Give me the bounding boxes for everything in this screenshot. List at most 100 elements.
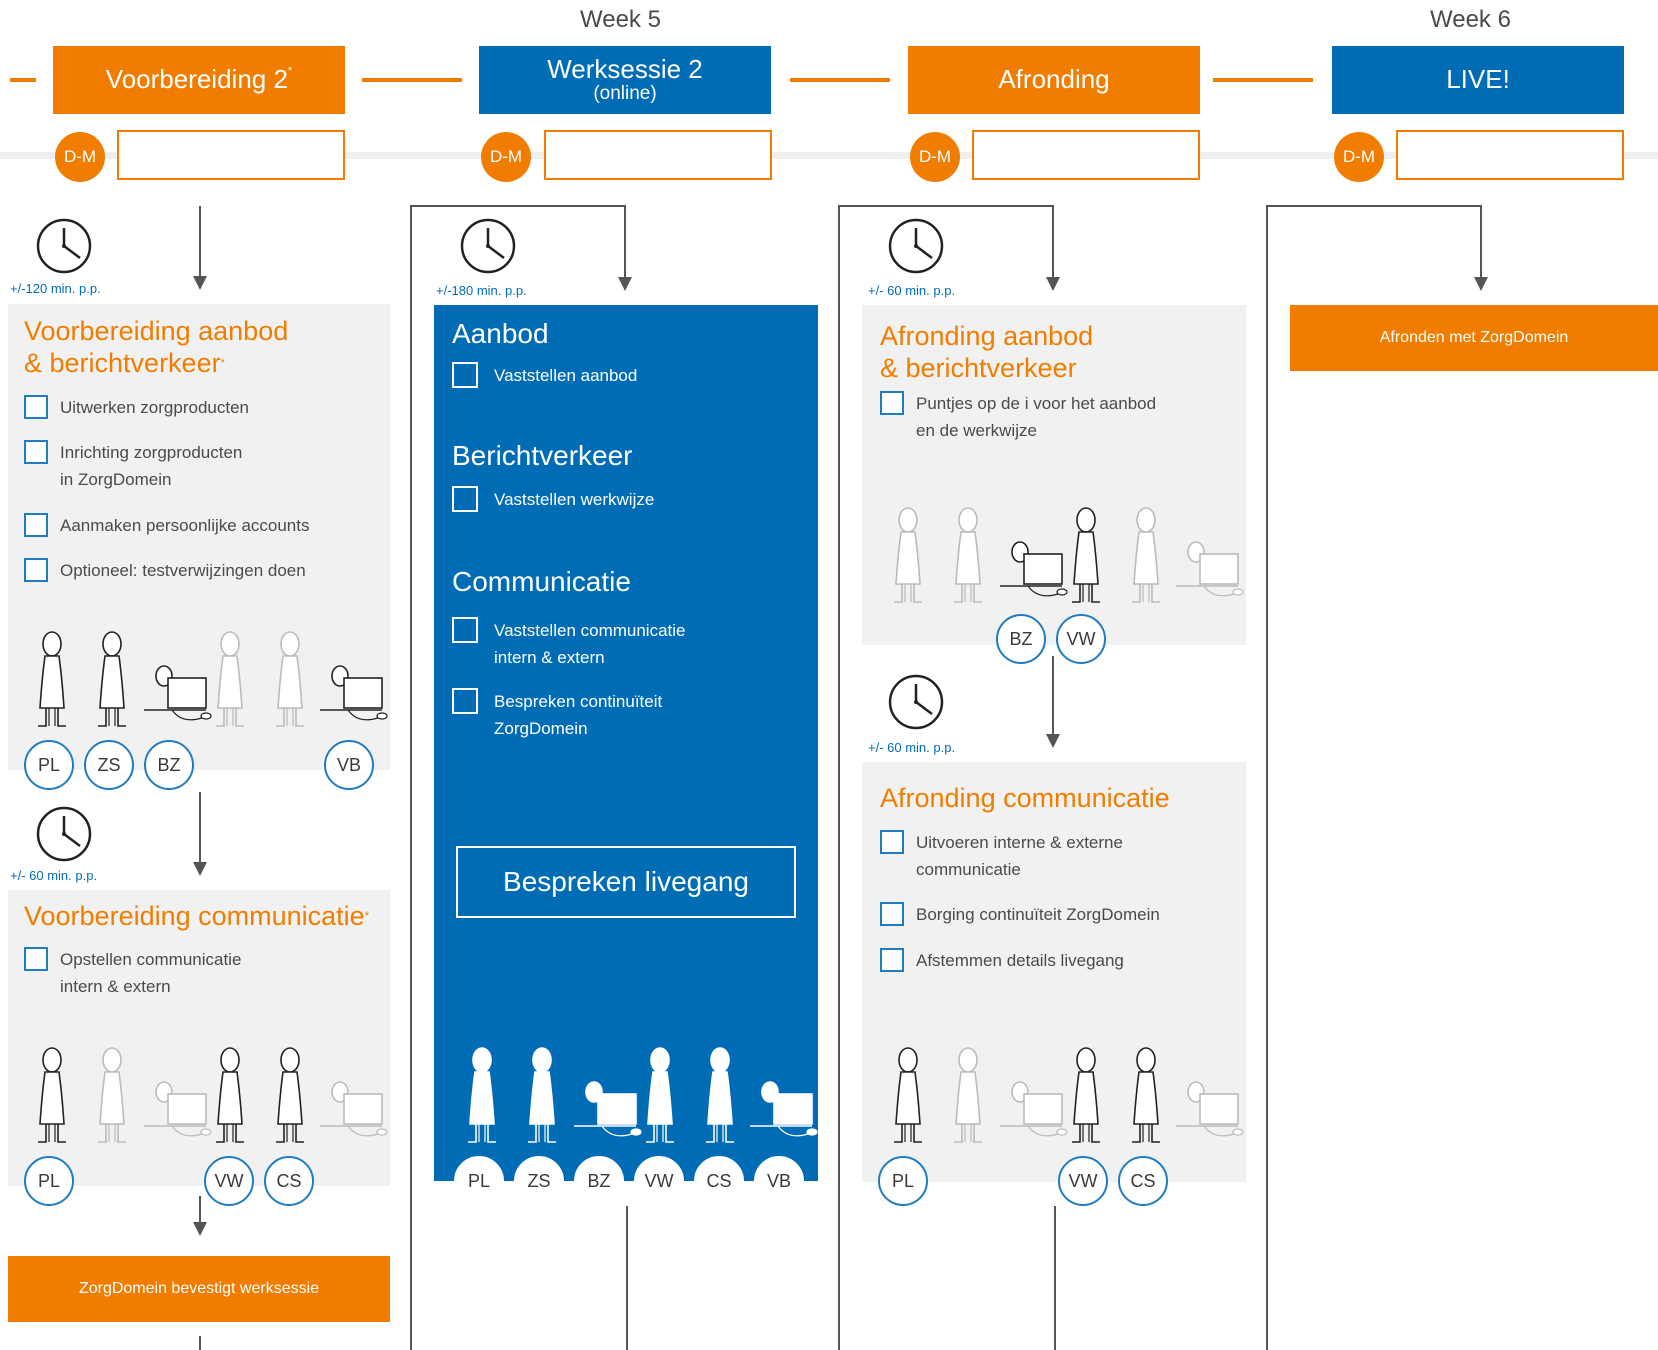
task-label: Uitwerken zorgproducten <box>60 398 249 417</box>
stage-afronding: Afronding <box>908 46 1200 114</box>
dm-badge: D-M <box>1334 132 1384 182</box>
flow-line <box>1052 656 1054 734</box>
timeline-track <box>0 152 1658 159</box>
card-werksessie <box>434 305 818 1181</box>
checkbox[interactable] <box>452 617 478 643</box>
people-illustration <box>37 631 388 727</box>
stage-label: Afronding <box>998 64 1110 95</box>
date-input[interactable] <box>544 130 772 180</box>
task-item[interactable]: Borging continuïteit ZorgDomein <box>880 901 1160 928</box>
footnote-marker: * <box>220 357 225 369</box>
date-input[interactable] <box>117 130 345 180</box>
flow-line <box>1054 1206 1056 1350</box>
duration-label: +/- 60 min. p.p. <box>868 283 956 298</box>
task-item[interactable]: Inrichting zorgproducten in ZorgDomein <box>24 439 242 493</box>
role-badge: PL <box>878 1156 928 1206</box>
role-badge: CS <box>694 1156 744 1206</box>
task-item[interactable]: Optioneel: testverwijzingen doen <box>24 557 306 584</box>
checkbox[interactable] <box>880 391 904 415</box>
stage-voorbereiding-2: Voorbereiding 2* <box>53 46 345 114</box>
checkbox[interactable] <box>880 902 904 926</box>
bespreken-livegang-button[interactable]: Bespreken livegang <box>456 846 796 918</box>
card-title: Voorbereiding aanbod & berichtverkeer* <box>24 315 288 379</box>
checkbox[interactable] <box>24 513 48 537</box>
people-illustration <box>893 1047 1244 1143</box>
role-badge: VB <box>754 1156 804 1206</box>
connector <box>10 78 36 82</box>
role-badge: VW <box>204 1156 254 1206</box>
role-badge: ZS <box>84 740 134 790</box>
task-label: Inrichting zorgproducten <box>60 443 243 462</box>
flow-line <box>199 1196 201 1222</box>
dm-badge: D-M <box>910 132 960 182</box>
task-label: Bespreken continuïteit <box>494 692 663 711</box>
card-afronding-aanbod <box>862 305 1246 645</box>
flow-line <box>838 205 1054 207</box>
role-badge: CS <box>264 1156 314 1206</box>
arrow-down-icon <box>618 277 632 291</box>
arrow-down-icon <box>193 862 207 876</box>
flow-line <box>410 205 412 1350</box>
task-item[interactable]: Vaststellen werkwijze <box>452 486 654 513</box>
clock-icon <box>888 218 944 274</box>
date-input[interactable] <box>972 130 1200 180</box>
stage-sublabel: (online) <box>593 82 657 104</box>
flow-line <box>838 205 840 1350</box>
duration-label: +/-120 min. p.p. <box>10 281 101 296</box>
checkbox[interactable] <box>452 486 478 512</box>
checkbox[interactable] <box>24 395 48 419</box>
task-item[interactable]: Afstemmen details livegang <box>880 947 1124 974</box>
card-title: Afronding communicatie <box>880 783 1170 813</box>
arrow-down-icon <box>1046 277 1060 291</box>
checkbox[interactable] <box>24 440 48 464</box>
task-label: Vaststellen communicatie <box>494 621 686 640</box>
flow-line <box>626 1206 628 1350</box>
clock-icon <box>36 218 92 274</box>
role-badge: PL <box>454 1156 504 1206</box>
arrow-down-icon <box>1474 277 1488 291</box>
clock-icon <box>888 674 944 730</box>
footnote-marker: * <box>287 65 293 78</box>
flow-line <box>199 206 201 276</box>
task-label: Vaststellen werkwijze <box>494 490 655 509</box>
checkbox[interactable] <box>452 688 478 714</box>
dm-badge: D-M <box>55 132 105 182</box>
task-label: Optioneel: testverwijzingen doen <box>60 561 306 580</box>
stage-live: LIVE! <box>1332 46 1624 114</box>
date-input[interactable] <box>1396 130 1624 180</box>
task-item[interactable]: Vaststellen aanbod <box>452 362 637 389</box>
flow-line <box>1480 205 1482 277</box>
card-voorbereiding-communicatie <box>8 890 390 1186</box>
week-6-label: Week 6 <box>1430 6 1511 33</box>
arrow-down-icon <box>193 1222 207 1236</box>
role-badge: ZS <box>514 1156 564 1206</box>
checkbox[interactable] <box>452 362 478 388</box>
card-title-line: Voorbereiding communicatie <box>24 901 365 931</box>
role-badge: PL <box>24 1156 74 1206</box>
checkbox[interactable] <box>880 948 904 972</box>
task-label: intern & extern <box>60 977 171 996</box>
week-5-label: Week 5 <box>580 6 661 33</box>
checkbox[interactable] <box>24 947 48 971</box>
task-label: Aanmaken persoonlijke accounts <box>60 516 310 535</box>
confirm-bar: ZorgDomein bevestigt werksessie <box>8 1256 390 1322</box>
task-item[interactable]: Aanmaken persoonlijke accounts <box>24 512 309 539</box>
task-label: Vaststellen aanbod <box>494 366 638 385</box>
checkbox[interactable] <box>880 830 904 854</box>
task-label: in ZorgDomein <box>60 470 172 489</box>
card-title-line: Voorbereiding aanbod <box>24 316 289 346</box>
clock-icon <box>460 218 516 274</box>
connector <box>790 78 890 82</box>
checkbox[interactable] <box>24 558 48 582</box>
task-label: Uitvoeren interne & externe <box>916 833 1123 852</box>
duration-label: +/- 60 min. p.p. <box>10 868 98 883</box>
task-item[interactable]: Uitwerken zorgproducten <box>24 394 249 421</box>
flow-line <box>1266 205 1482 207</box>
dm-badge: D-M <box>481 132 531 182</box>
flow-line <box>624 205 626 277</box>
